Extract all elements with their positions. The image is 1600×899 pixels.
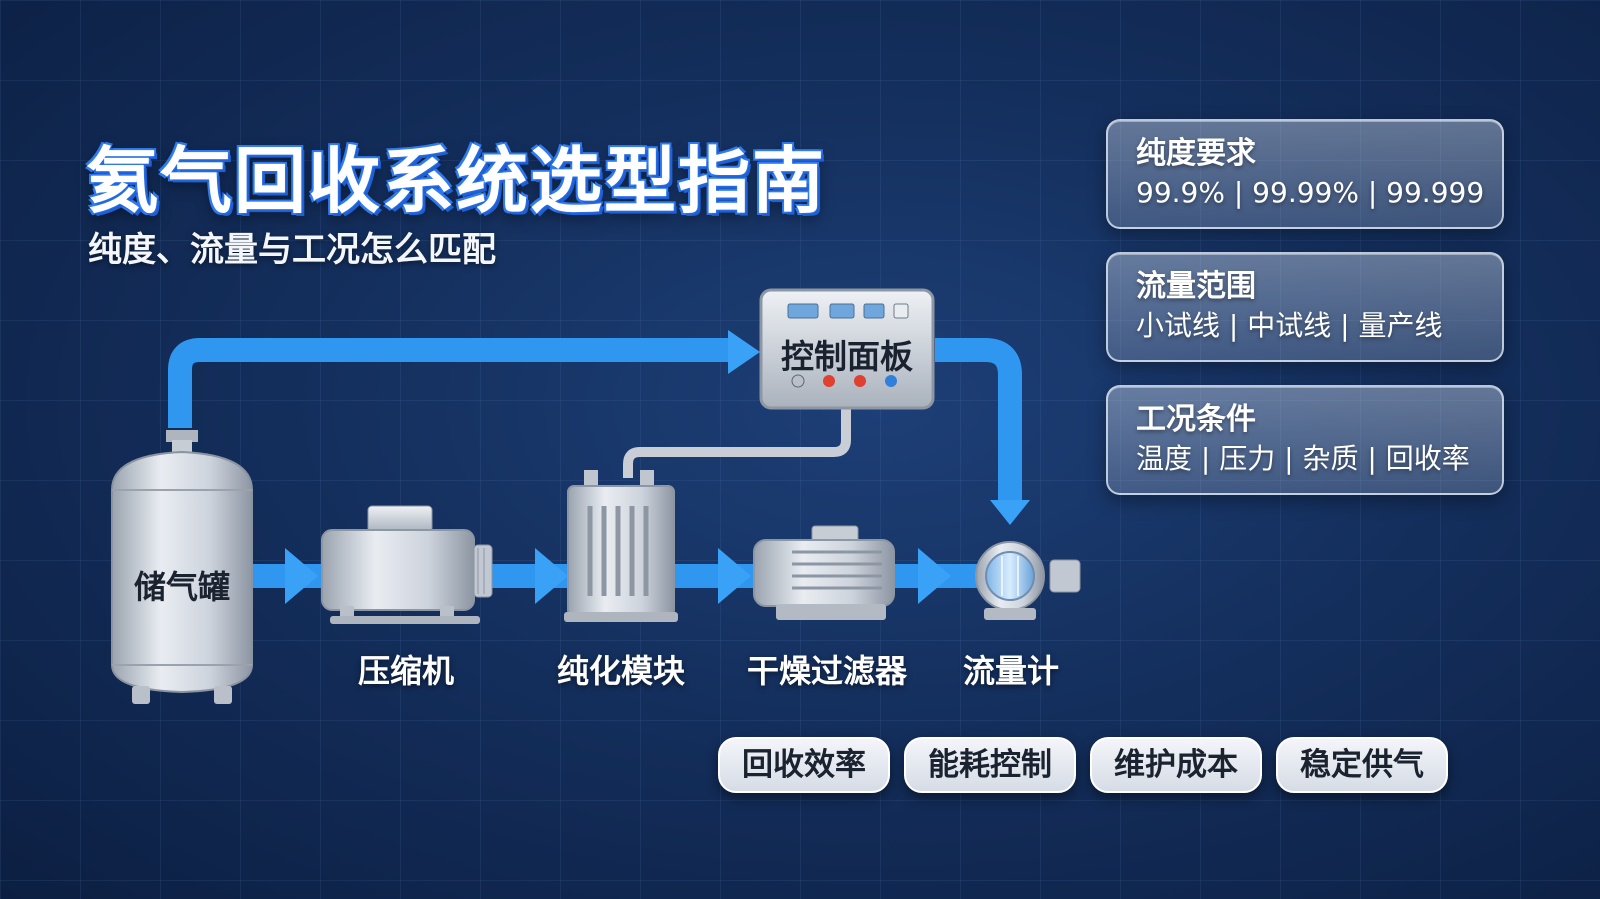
pipe-tank-to-panel: [168, 338, 735, 428]
pill-maintenance-cost: 维护成本: [1090, 737, 1262, 793]
step-label-dryer-filter: 干燥过滤器: [746, 652, 908, 690]
card-flow-range-title: 流量范围: [1136, 269, 1256, 304]
arrow-2: [535, 548, 568, 604]
card-purity: 纯度要求 99.9% | 99.99% | 99.999: [1106, 119, 1504, 229]
compressor: [321, 505, 493, 624]
storage-tank: [111, 430, 253, 704]
card-conditions-title: 工况条件: [1136, 402, 1256, 437]
card-flow-range: 流量范围 小试线 | 中试线 | 量产线: [1106, 252, 1504, 362]
arrow-4: [918, 548, 951, 604]
step-label-compressor: 压缩机: [357, 652, 455, 690]
card-purity-values: 99.9% | 99.99% | 99.999: [1136, 176, 1485, 209]
card-conditions: 工况条件 温度 | 压力 | 杂质 | 回收率: [1106, 385, 1504, 495]
arrow-1: [285, 548, 318, 604]
pill-energy-control: 能耗控制: [904, 737, 1076, 793]
page-subtitle: 纯度、流量与工况怎么匹配: [88, 230, 496, 270]
card-flow-range-values: 小试线 | 中试线 | 量产线: [1136, 309, 1443, 342]
step-label-flow-meter: 流量计: [962, 652, 1060, 690]
page-title: 氦气回收系统选型指南: [86, 139, 827, 223]
pill-recovery-efficiency: 回收效率: [718, 737, 890, 793]
card-purity-title: 纯度要求: [1136, 136, 1256, 171]
panel-signal-pipe: [623, 408, 851, 478]
control-panel-box: [759, 288, 935, 410]
flow-meter: [975, 541, 1081, 620]
card-conditions-values: 温度 | 压力 | 杂质 | 回收率: [1136, 442, 1470, 475]
pill-stable-supply: 稳定供气: [1276, 737, 1448, 793]
storage-tank-label: 储气罐: [133, 568, 231, 606]
step-label-purifier: 纯化模块: [556, 652, 686, 690]
arrow-to-flowmeter: [990, 500, 1030, 525]
dryer-filter: [753, 525, 895, 620]
control-panel-label: 控制面板: [781, 337, 913, 376]
pipe-panel-to-flowmeter: [935, 338, 1022, 510]
arrow-3: [718, 548, 751, 604]
arrow-to-panel: [728, 330, 760, 374]
purifier-module: [564, 470, 678, 622]
